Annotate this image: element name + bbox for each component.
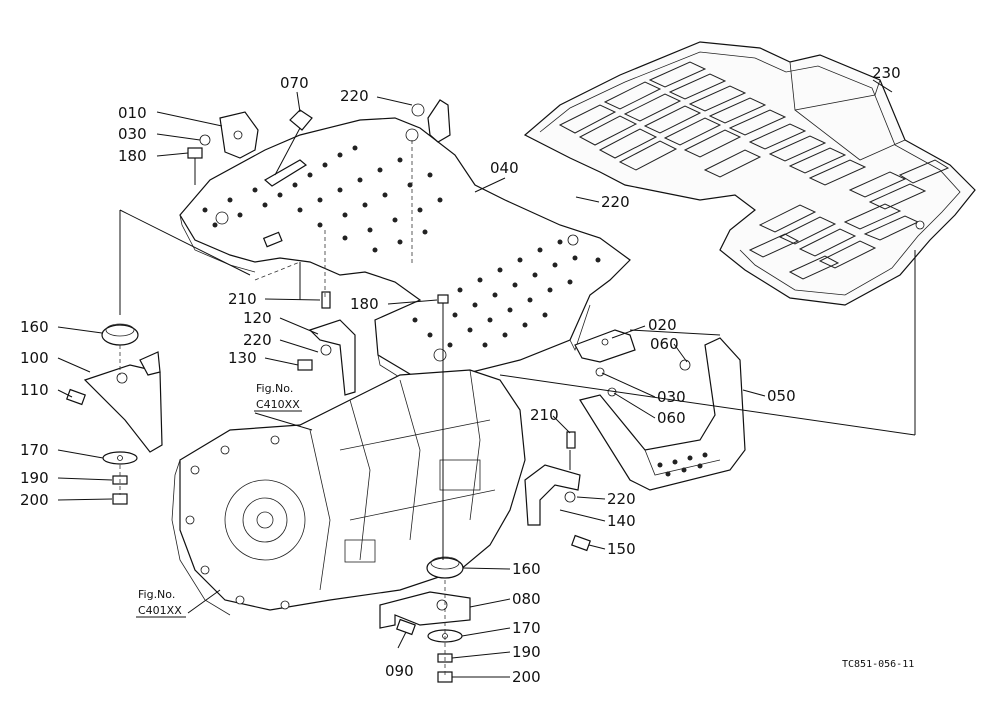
callout-210: 210 [228, 290, 257, 308]
callout-230: 230 [872, 64, 901, 82]
fig-ref-c410-line1: Fig.No. [256, 382, 293, 395]
callout-030: 030 [118, 125, 147, 143]
callout-190: 190 [20, 469, 49, 487]
leader-lines [57, 79, 893, 678]
callout-200: 200 [20, 491, 49, 509]
callout-050: 050 [767, 387, 796, 405]
callout-220: 220 [243, 331, 272, 349]
mat-grid [558, 61, 950, 280]
callout-170: 170 [20, 441, 49, 459]
callout-160: 160 [20, 318, 49, 336]
callout-010: 010 [118, 104, 147, 122]
callout-220: 220 [340, 87, 369, 105]
callout-210: 210 [530, 406, 559, 424]
callout-060: 060 [657, 409, 686, 427]
callout-110: 110 [20, 381, 49, 399]
callout-180: 180 [118, 147, 147, 165]
callout-150: 150 [607, 540, 636, 558]
bolt-180 [437, 294, 449, 340]
callout-030: 030 [657, 388, 686, 406]
bracket-120 [297, 291, 356, 396]
assembly-guides [119, 140, 916, 675]
callout-190: 190 [512, 643, 541, 661]
floor-plate-040 [179, 117, 631, 391]
callout-020: 020 [648, 316, 677, 334]
callout-090: 090 [385, 662, 414, 680]
knob-070 [274, 109, 313, 176]
fig-ref-c401-line1: Fig.No. [138, 588, 175, 601]
floor-mat-230 [523, 41, 976, 306]
fig-ref-c410-line2: C410XX [256, 398, 300, 411]
callout-120: 120 [243, 309, 272, 327]
callout-labels: 010 030 180 070 220 230 040 220 210 120 … [20, 64, 901, 686]
callout-160: 160 [512, 560, 541, 578]
figure-references: Fig.No. C410XX Fig.No. C401XX [136, 382, 302, 618]
callout-080: 080 [512, 590, 541, 608]
callout-200: 200 [512, 668, 541, 686]
bracket-140 [524, 431, 591, 552]
callout-140: 140 [607, 512, 636, 530]
callout-060: 060 [650, 335, 679, 353]
callout-070: 070 [280, 74, 309, 92]
callout-040: 040 [490, 159, 519, 177]
callout-220: 220 [607, 490, 636, 508]
callout-220: 220 [601, 193, 630, 211]
plate-holes [202, 145, 601, 348]
mount-left [66, 323, 163, 505]
callout-170: 170 [512, 619, 541, 637]
callout-130: 130 [228, 349, 257, 367]
bracket-010 [187, 111, 259, 185]
callout-100: 100 [20, 349, 49, 367]
bracket-top-220 [411, 99, 451, 143]
bracket-020 [574, 329, 691, 397]
callout-180: 180 [350, 295, 379, 313]
drawing-code: TC851-056-11 [842, 659, 914, 670]
step-050 [579, 337, 746, 491]
fig-ref-c401-line2: C401XX [138, 604, 182, 617]
transmission-housing [171, 369, 526, 616]
